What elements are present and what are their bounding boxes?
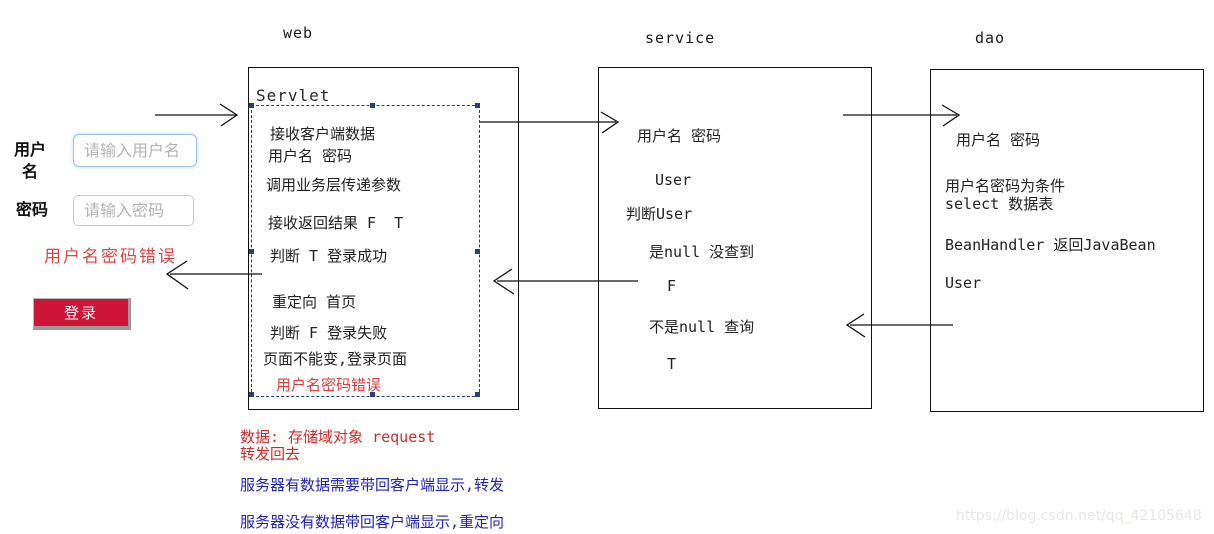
selection-handle bbox=[370, 103, 375, 108]
dao-line: 用户名密码为条件 bbox=[945, 177, 1066, 195]
column-label-dao: dao bbox=[975, 29, 1006, 47]
note-blue-line: 服务器有数据需要带回客户端显示,转发 bbox=[240, 476, 505, 494]
login-button[interactable]: 登录 bbox=[33, 298, 131, 330]
login-error-text: 用户名密码错误 bbox=[44, 247, 177, 267]
web-box bbox=[248, 67, 519, 410]
web-step: 页面不能变,登录页面 bbox=[263, 350, 408, 368]
username-label: 用户名 bbox=[13, 140, 46, 181]
service-line: 用户名 密码 bbox=[637, 127, 722, 145]
selection-handle bbox=[475, 392, 480, 397]
service-box bbox=[598, 67, 872, 409]
selection-handle bbox=[249, 103, 254, 108]
selection-handle bbox=[475, 103, 480, 108]
dao-line: 用户名 密码 bbox=[956, 131, 1041, 149]
selection-handle bbox=[475, 249, 480, 254]
web-step: 重定向 首页 bbox=[272, 293, 357, 311]
username-input[interactable] bbox=[73, 134, 197, 167]
dao-box bbox=[930, 69, 1204, 412]
selection-handle bbox=[249, 249, 254, 254]
password-input[interactable] bbox=[73, 195, 194, 226]
web-step: 接收返回结果 F T bbox=[268, 214, 404, 232]
service-line: 判断User bbox=[626, 205, 693, 223]
web-step-error: 用户名密码错误 bbox=[276, 376, 382, 394]
web-step: 判断 F 登录失败 bbox=[270, 324, 388, 342]
web-step: 接收客户端数据 bbox=[270, 125, 376, 143]
selection-handle bbox=[370, 392, 375, 397]
service-line: F bbox=[667, 277, 677, 295]
servlet-title: Servlet bbox=[256, 86, 331, 105]
web-step: 调用业务层传递参数 bbox=[266, 176, 402, 194]
service-line: 是null 没查到 bbox=[649, 243, 755, 261]
web-step: 用户名 密码 bbox=[268, 147, 353, 165]
column-label-web: web bbox=[283, 24, 314, 42]
selection-handle bbox=[249, 392, 254, 397]
service-line: T bbox=[667, 355, 677, 373]
csdn-watermark: https://blog.csdn.net/qq_42105648 bbox=[956, 508, 1202, 524]
password-label: 密码 bbox=[15, 200, 48, 219]
dao-line: User bbox=[945, 274, 982, 292]
service-line: User bbox=[655, 171, 692, 189]
dao-line: BeanHandler 返回JavaBean bbox=[945, 236, 1156, 254]
column-label-service: service bbox=[645, 29, 716, 47]
note-red-line: 数据: 存储域对象 request bbox=[240, 428, 436, 446]
web-step: 判断 T 登录成功 bbox=[270, 247, 388, 265]
dao-line: select 数据表 bbox=[945, 195, 1054, 213]
note-red-line: 转发回去 bbox=[240, 445, 301, 463]
note-blue-line: 服务器没有数据带回客户端显示,重定向 bbox=[240, 513, 505, 531]
service-line: 不是null 查询 bbox=[649, 318, 755, 336]
